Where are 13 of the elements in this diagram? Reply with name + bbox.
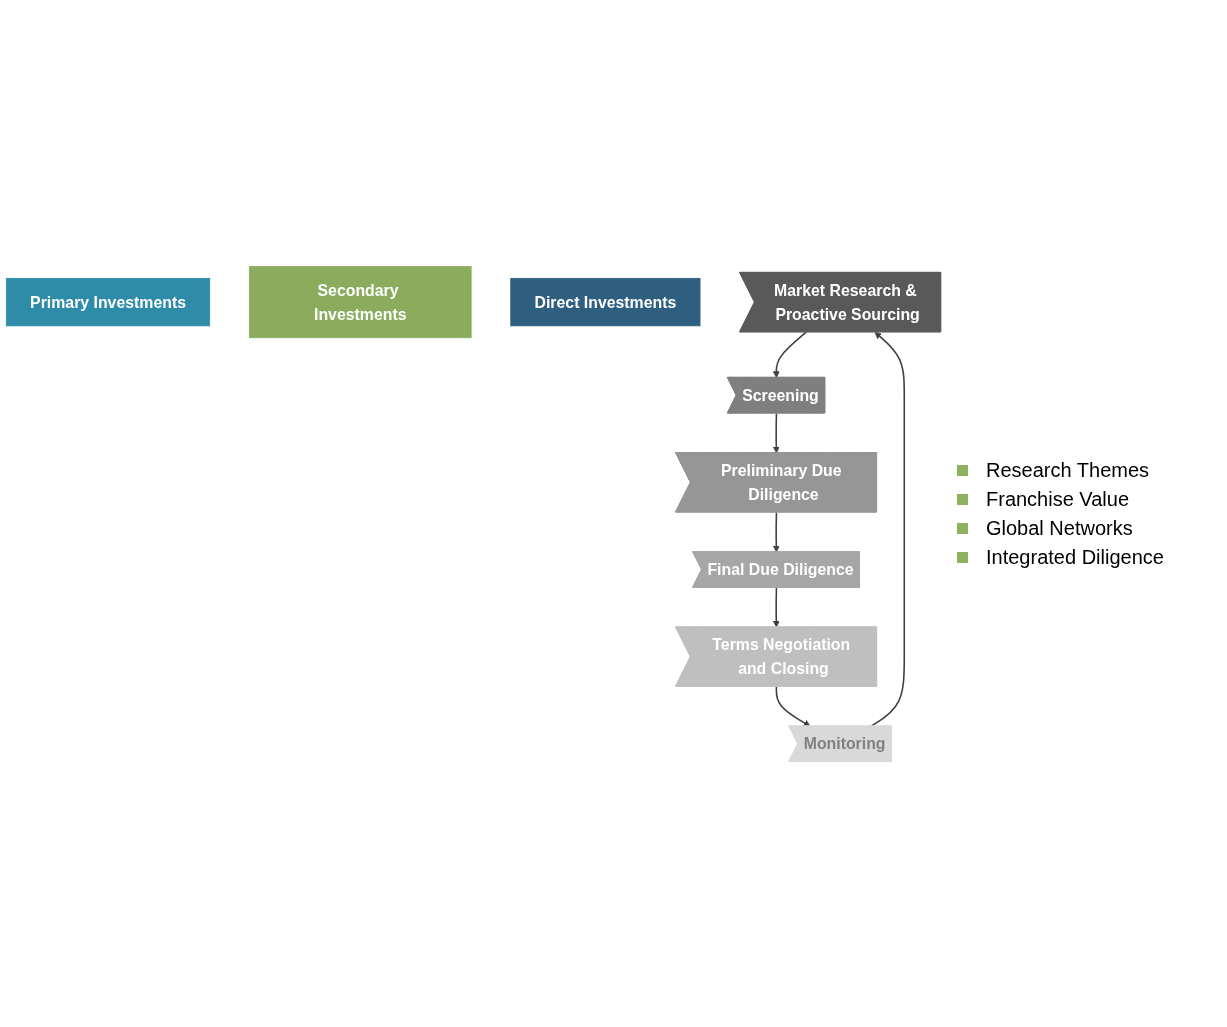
- arrow: [775, 685, 811, 727]
- node-box: Primary Investments: [5, 277, 211, 326]
- node-box: Secondary Investments: [248, 265, 472, 338]
- arrow: [772, 511, 780, 552]
- arrow: [772, 330, 807, 378]
- arrow: [772, 412, 780, 453]
- list-item: Integrated Diligence: [986, 545, 1164, 569]
- list-item: Global Networks: [986, 516, 1133, 540]
- arrow: [870, 331, 906, 727]
- node-box: Direct Investments: [510, 277, 701, 326]
- list-item: Franchise Value: [986, 487, 1130, 511]
- arrow: [772, 586, 780, 628]
- list-item: Research Themes: [986, 458, 1150, 482]
